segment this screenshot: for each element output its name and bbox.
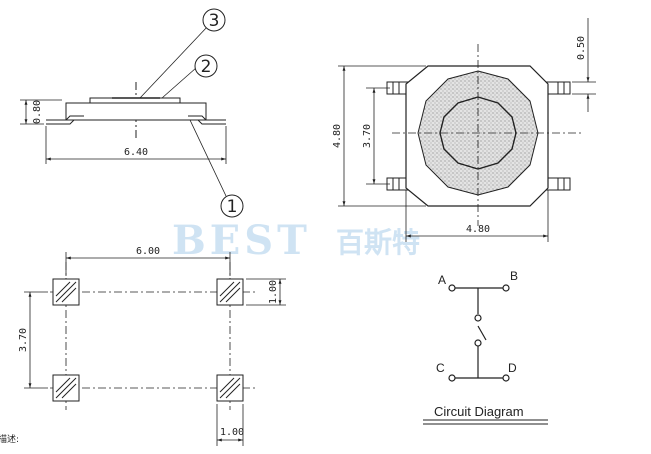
side-view (20, 8, 244, 218)
footer-fragment: 描述: (0, 433, 19, 445)
top-view (338, 18, 596, 242)
side-height-label: 0.80 (32, 100, 43, 124)
terminal-d (502, 374, 510, 382)
side-view-lead-right (188, 115, 226, 125)
switch-contact-top (474, 314, 482, 322)
outer-height-label: 4.80 (332, 124, 343, 148)
terminal-b (502, 284, 510, 292)
watermark-brand-latin: BEST (172, 217, 311, 264)
side-width-label: 6.40 (124, 147, 148, 158)
pad-layout (24, 252, 286, 446)
pitch-x-label: 6.00 (136, 246, 160, 257)
pads (52, 278, 244, 402)
side-view-lead-left (46, 115, 84, 125)
leader-line-3 (139, 25, 209, 99)
callout-label-2: 2 (201, 57, 212, 77)
switch-contact-bottom (474, 339, 482, 347)
callout-label-1: 1 (227, 197, 238, 217)
terminal-c (448, 374, 456, 382)
pin-label-a: A (438, 273, 446, 287)
pad-height-label: 1.00 (268, 280, 279, 304)
pad-bottom-right (216, 374, 244, 402)
pitch-y-label: 3.70 (18, 328, 29, 352)
circuit-diagram (423, 284, 548, 425)
top-width-label: 4.80 (466, 224, 490, 235)
pin-label-d: D (508, 361, 517, 375)
pad-bottom-left (52, 374, 80, 402)
callout-label-3: 3 (209, 11, 220, 31)
pin-label-b: B (510, 269, 518, 283)
leader-line-2 (161, 67, 197, 99)
top-view-leads (386, 81, 571, 191)
leader-line-1 (189, 119, 227, 197)
circuit-switch-blade (477, 325, 487, 341)
terminal-a (448, 284, 456, 292)
pad-top-left (52, 278, 80, 306)
lead-dim-label: 0.50 (576, 36, 587, 60)
inner-height-label: 3.70 (362, 124, 373, 148)
callout-circle-2 (194, 54, 218, 78)
pad-top-right (216, 278, 244, 306)
pad-width-label: 1.00 (220, 427, 244, 438)
callout-circle-1 (220, 194, 244, 218)
watermark: BEST 百斯特 (172, 217, 420, 264)
pin-label-c: C (436, 361, 445, 375)
callout-circle-3 (202, 8, 226, 32)
side-view-base (65, 102, 207, 121)
watermark-brand-cjk: 百斯特 (336, 226, 420, 259)
circuit-title: Circuit Diagram (434, 404, 524, 419)
